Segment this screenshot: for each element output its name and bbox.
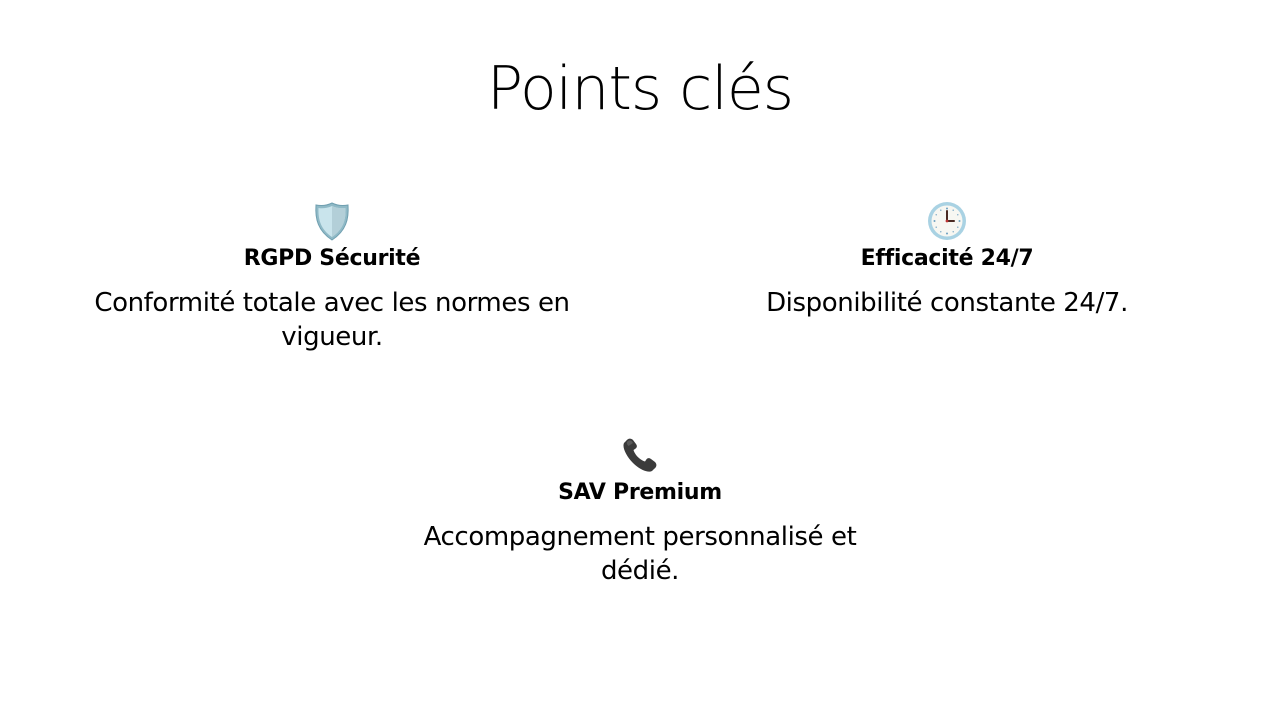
slide-title: Points clés xyxy=(486,54,794,124)
card-rgpd-securite: RGPD Sécurité Conformité totale avec les… xyxy=(72,201,592,354)
phone-icon xyxy=(623,438,657,472)
shield-icon xyxy=(315,202,349,241)
card-efficacite: Efficacité 24/7 Disponibilité constante … xyxy=(687,201,1207,320)
card-heading: SAV Premium xyxy=(558,480,722,505)
card-heading: Efficacité 24/7 xyxy=(860,246,1034,271)
card-description: Disponibilité constante 24/7. xyxy=(766,288,1128,318)
card-description: Accompagnement personnalisé et dédié. xyxy=(423,522,857,586)
card-heading: RGPD Sécurité xyxy=(243,246,421,271)
card-description: Conformité totale avec les normes en vig… xyxy=(94,288,570,352)
card-sav-premium: SAV Premium Accompagnement personnalisé … xyxy=(390,435,890,588)
clock-icon xyxy=(928,202,966,240)
